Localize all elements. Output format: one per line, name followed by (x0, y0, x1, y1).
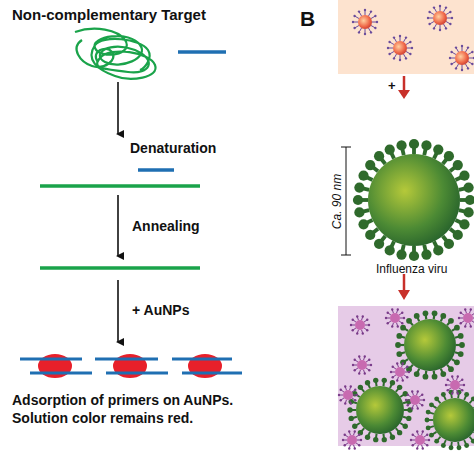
aunp-primer-complex (20, 354, 242, 378)
step-label: + AuNPs (132, 302, 252, 320)
nanoparticle-probe (350, 315, 370, 335)
influenza-virus (353, 139, 474, 261)
nanoparticle-probe (385, 308, 405, 328)
nanoparticle-probe (352, 9, 378, 35)
nanoparticle-probe (458, 308, 474, 328)
plus-sign: + (388, 78, 402, 94)
influenza-virus (395, 310, 465, 379)
nanoparticle-probe (387, 35, 413, 61)
panel-letter: B (300, 6, 330, 32)
tangled-dna (75, 29, 156, 79)
step-label: Annealing (132, 218, 252, 236)
nanoparticle-probe (427, 5, 453, 31)
step-arrow (117, 280, 119, 342)
virus-illustration (338, 5, 474, 450)
influenza-virus (425, 390, 474, 450)
sample-box (338, 0, 474, 74)
step-arrow (117, 195, 119, 256)
nanoparticle-probe (405, 390, 425, 410)
nanoparticle-probe (338, 385, 358, 405)
nanoparticle-probe (390, 362, 410, 382)
panel-heading: Non-complementary Target (12, 6, 252, 25)
virus-name: Influenza viru (376, 262, 474, 277)
step-label: Denaturation (130, 140, 250, 158)
result-note: Adsorption of primers on AuNPs. Solution… (12, 392, 252, 427)
target-strand (40, 184, 200, 188)
dimension-label: Ca. 90 nm (330, 162, 345, 242)
nanoparticle-probe (449, 45, 474, 71)
nanoparticle-probe (410, 430, 430, 450)
nanoparticle-probe (445, 375, 465, 395)
primer-strand (178, 50, 226, 54)
influenza-virus (347, 378, 412, 443)
nanoparticle-probe (352, 355, 372, 375)
target-strand (40, 266, 200, 270)
step-arrow (117, 82, 119, 134)
nanoparticle-probe (342, 430, 362, 450)
primer-strand (138, 168, 174, 172)
